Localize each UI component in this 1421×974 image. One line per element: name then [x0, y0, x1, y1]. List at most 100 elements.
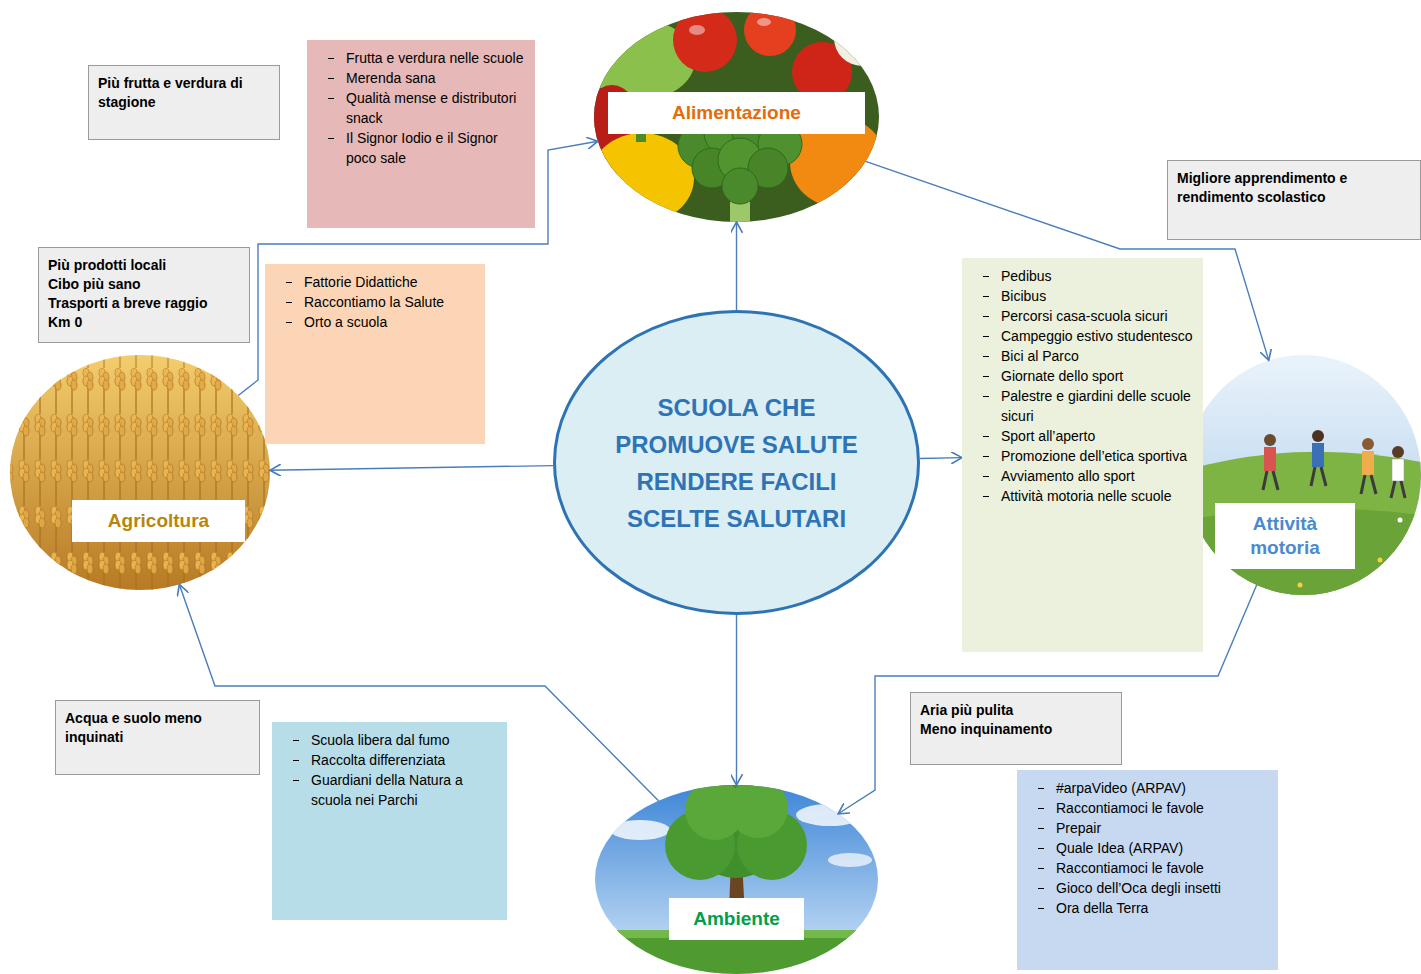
children-meadow-picture-part — [1311, 467, 1315, 486]
circle-outline — [555, 312, 919, 614]
circle-outline — [10, 355, 270, 590]
children-meadow-picture-part — [1264, 434, 1276, 446]
note-text: Aria più pulita — [920, 701, 1112, 720]
theme-circle: Attività motoria — [1186, 355, 1421, 595]
note-box: Aria più pulitaMeno inquinamento — [910, 692, 1122, 765]
list-item: Giornate dello sport — [971, 366, 1194, 386]
children-meadow-picture-part — [1362, 451, 1374, 475]
note-text: Più prodotti locali — [48, 256, 240, 275]
circle-outline — [1186, 355, 1421, 595]
vegetables-picture-part — [834, 10, 890, 66]
hub-text: RENDERE FACILI SCELTE SALUTARI — [602, 463, 872, 537]
connector-arrow — [920, 457, 962, 459]
activity-list: Fattorie DidatticheRaccontiamo la Salute… — [265, 264, 485, 444]
list-item: Promozione dell’etica sportiva — [971, 446, 1194, 466]
list-item: Orto a scuola — [274, 312, 476, 332]
theme-label: Alimentazione — [608, 92, 865, 134]
list-item: Pedibus — [971, 266, 1194, 286]
activity-list: Frutta e verdura nelle scuoleMerenda san… — [307, 40, 535, 228]
children-meadow-picture-part — [1298, 583, 1303, 588]
theme-label: Agricoltura — [72, 500, 245, 542]
children-meadow-picture-part — [1362, 438, 1374, 450]
list-item: Frutta e verdura nelle scuole — [316, 48, 526, 68]
list-item: Raccontiamo la Salute — [274, 292, 476, 312]
children-meadow-picture — [1186, 355, 1421, 595]
list-item: Percorsi casa-scuola sicuri — [971, 306, 1194, 326]
list-item: Avviamento allo sport — [971, 466, 1194, 486]
list-item: Merenda sana — [316, 68, 526, 88]
theme-circle: Alimentazione — [594, 12, 879, 222]
children-meadow-picture-part — [1238, 578, 1243, 583]
note-box: Migliore apprendimento e rendimento scol… — [1167, 160, 1421, 240]
children-meadow-picture-part — [1312, 443, 1324, 467]
list-item: Scuola libera dal fumo — [281, 730, 498, 750]
vegetables-picture — [582, 4, 890, 227]
children-meadow-picture-part — [1321, 467, 1326, 486]
tree-picture-part — [796, 804, 864, 826]
list-item: Fattorie Didattiche — [274, 272, 476, 292]
list-item: Il Signor Iodio e il Signor poco sale — [316, 128, 526, 168]
circle-outline — [10, 355, 270, 590]
vegetables-picture-part — [722, 168, 758, 204]
theme-label-text: Ambiente — [675, 907, 798, 931]
vegetables-picture-part — [689, 25, 705, 35]
children-meadow-picture-part — [1273, 471, 1278, 490]
vegetables-picture-part — [757, 18, 771, 26]
children-meadow-picture-part — [1361, 475, 1365, 494]
list-item: Quale Idea (ARPAV) — [1026, 838, 1269, 858]
children-meadow-picture-part — [1392, 459, 1404, 481]
note-text: Più frutta e verdura di stagione — [98, 74, 270, 112]
activity-list: Scuola libera dal fumoRaccolta differenz… — [272, 722, 507, 920]
hub-text-area: SCUOLA CHE PROMUOVE SALUTERENDERE FACILI… — [553, 310, 920, 615]
children-meadow-picture-part — [1392, 446, 1404, 458]
list-item: Prepair — [1026, 818, 1269, 838]
note-box: Più frutta e verdura di stagione — [88, 65, 280, 140]
list-item: Ora della Terra — [1026, 898, 1269, 918]
note-text: Trasporti a breve raggio — [48, 294, 240, 313]
list-item: Palestre e giardini delle scuole sicuri — [971, 386, 1194, 426]
list-item: Bicibus — [971, 286, 1194, 306]
list-item: Sport all’aperto — [971, 426, 1194, 446]
hub-circle: SCUOLA CHE PROMUOVE SALUTERENDERE FACILI… — [553, 310, 920, 615]
theme-circle: Ambiente — [595, 785, 878, 974]
note-text: Migliore apprendimento e rendimento scol… — [1177, 169, 1411, 207]
children-meadow-picture-part — [1401, 481, 1405, 498]
circle-outline — [553, 310, 920, 615]
children-meadow-picture-part — [1263, 471, 1267, 490]
circle-outline — [595, 785, 878, 974]
tree-picture-part — [828, 853, 872, 867]
note-box: Più prodotti localiCibo più sanoTrasport… — [38, 247, 250, 343]
connectors — [179, 141, 1268, 814]
vegetables-picture-part — [744, 4, 796, 56]
children-meadow-picture-part — [1391, 481, 1395, 498]
hub-text: SCUOLA CHE PROMUOVE SALUTE — [602, 389, 872, 463]
wheat-picture — [10, 355, 278, 613]
list-item: Gioco dell’Oca degli insetti — [1026, 878, 1269, 898]
list-item: Raccontiamoci le favole — [1026, 858, 1269, 878]
theme-label-text: Alimentazione — [614, 101, 859, 125]
list-item: Qualità mense e distributori snack — [316, 88, 526, 128]
list-item: Campeggio estivo studentesco — [971, 326, 1194, 346]
list-item: Raccolta differenziata — [281, 750, 498, 770]
children-meadow-picture-part — [1186, 452, 1421, 595]
activity-list: #arpaVideo (ARPAV)Raccontiamoci le favol… — [1017, 770, 1278, 970]
theme-circle: Agricoltura — [10, 355, 270, 590]
activity-list: PedibusBicibusPercorsi casa-scuola sicur… — [962, 258, 1203, 652]
theme-label: Attività motoria — [1215, 503, 1355, 569]
note-box: Acqua e suolo meno inquinati — [55, 700, 260, 775]
list-item: Guardiani della Natura a scuola nei Parc… — [281, 770, 498, 810]
children-meadow-picture-part — [1371, 475, 1376, 494]
vegetables-picture-part — [673, 8, 737, 72]
tree-picture-part — [728, 778, 788, 838]
connector-arrow — [736, 615, 737, 785]
tree-picture — [595, 778, 878, 974]
note-text: Acqua e suolo meno inquinati — [65, 709, 250, 747]
children-meadow-picture-part — [1398, 518, 1403, 523]
list-item: Raccontiamoci le favole — [1026, 798, 1269, 818]
theme-label: Ambiente — [669, 898, 804, 940]
theme-label-text: Agricoltura — [78, 509, 239, 533]
theme-label-text: Attività motoria — [1221, 512, 1349, 560]
children-meadow-picture-part — [1264, 447, 1276, 471]
circle-outline — [594, 12, 879, 222]
